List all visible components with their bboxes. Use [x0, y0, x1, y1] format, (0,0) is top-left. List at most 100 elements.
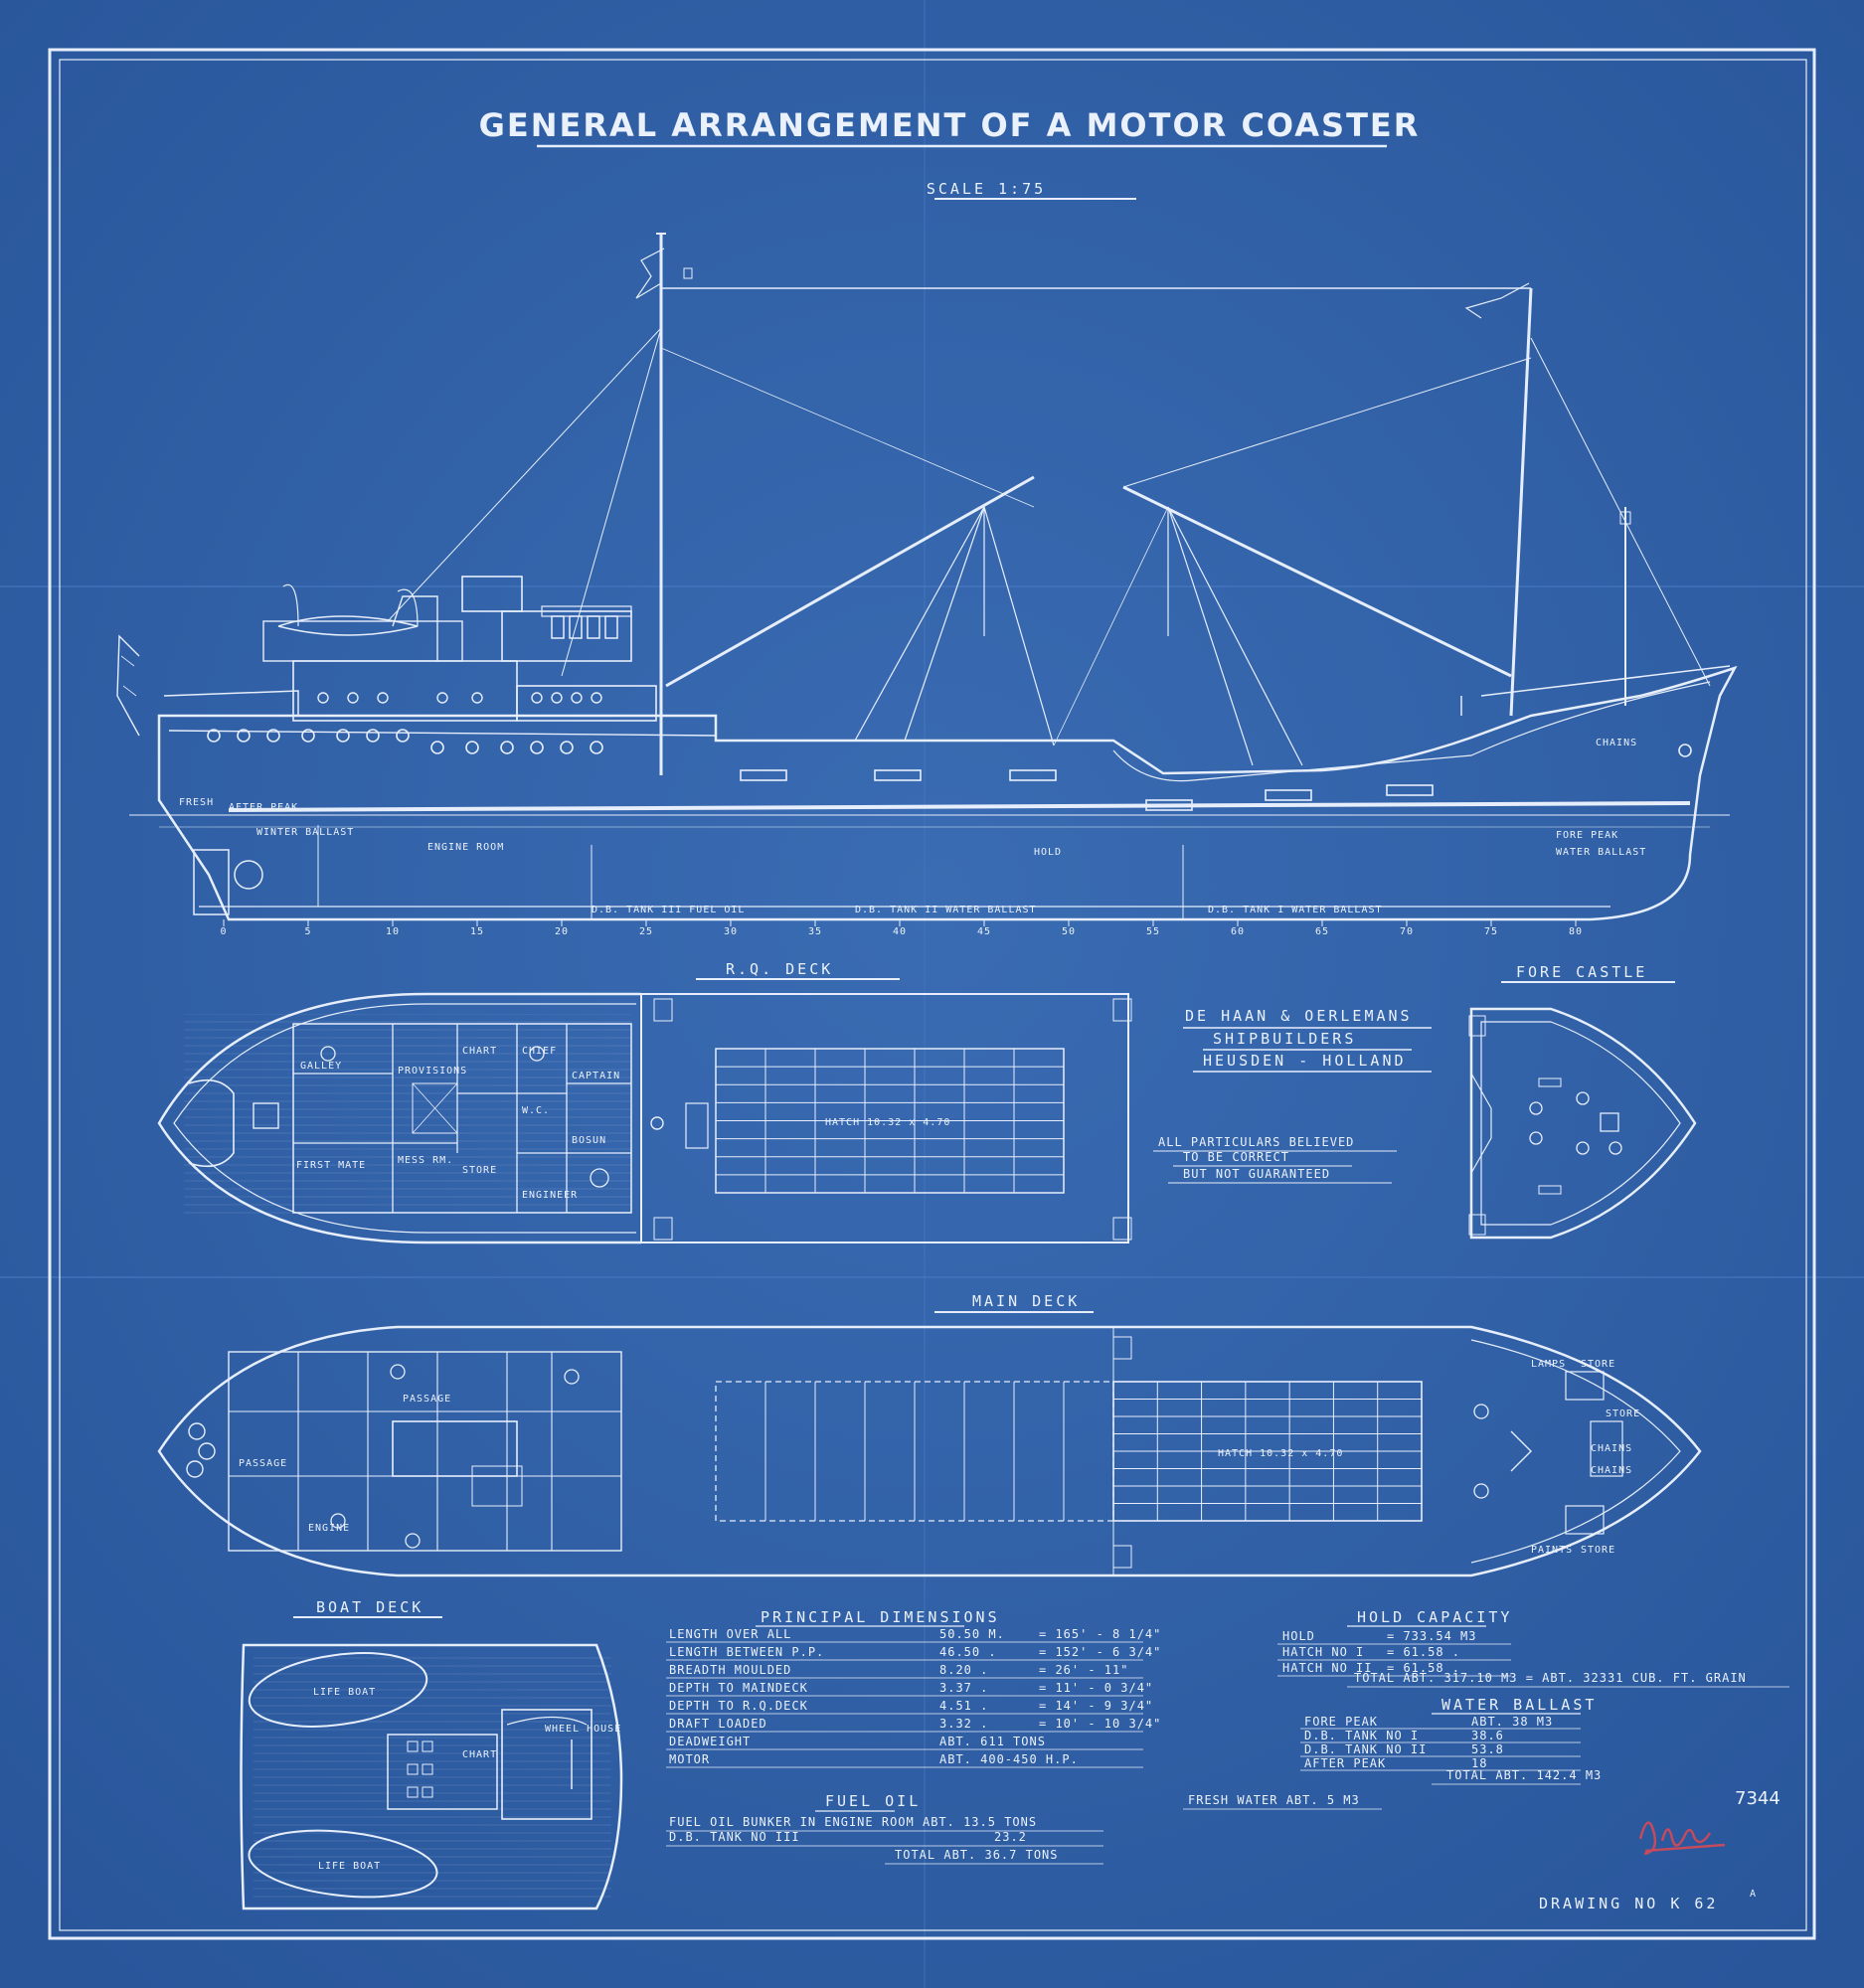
porthole	[551, 692, 563, 704]
ballast-label: D.B. TANK NO I	[1304, 1729, 1419, 1742]
svg-text:D.B. TANK III FUEL OIL: D.B. TANK III FUEL OIL	[592, 905, 745, 915]
dimension-metric: ABT. 400-450 H.P.	[939, 1752, 1079, 1766]
porthole	[436, 692, 448, 704]
dimension-label: DEPTH TO MAINDECK	[669, 1681, 808, 1695]
frame-number: 5	[304, 926, 311, 937]
dimension-label: DRAFT LOADED	[669, 1717, 767, 1731]
svg-text:TOTAL ABT. 36.7 TONS: TOTAL ABT. 36.7 TONS	[895, 1848, 1059, 1862]
porthole	[465, 741, 479, 754]
main-deck-heading: MAIN DECK	[972, 1292, 1080, 1310]
svg-text:ENGINE ROOM: ENGINE ROOM	[427, 842, 504, 853]
dimension-imperial: = 14' - 9 3/4"	[1039, 1699, 1153, 1713]
side-elevation: FRESH AFTER PEAK WINTER BALLAST ENGINE R…	[116, 233, 1738, 937]
svg-text:FRESH: FRESH	[179, 797, 214, 808]
frame-number: 50	[1062, 926, 1076, 937]
forecastle-heading: FORE CASTLE	[1516, 963, 1647, 981]
svg-text:AFTER PEAK: AFTER PEAK	[229, 802, 298, 813]
svg-text:ALL PARTICULARS BELIEVED: ALL PARTICULARS BELIEVED	[1158, 1135, 1354, 1149]
svg-text:W.C.: W.C.	[522, 1105, 550, 1116]
dimension-metric: 46.50 .	[939, 1645, 997, 1659]
svg-text:BOSUN: BOSUN	[572, 1135, 606, 1146]
porthole	[237, 729, 251, 743]
svg-text:CHART: CHART	[462, 1749, 497, 1760]
svg-text:ENGINEER: ENGINEER	[522, 1190, 578, 1201]
lifeboat-starboard	[248, 1652, 428, 1728]
svg-text:LAMPS: LAMPS	[1531, 1359, 1566, 1370]
svg-text:D.B. TANK NO III: D.B. TANK NO III	[669, 1830, 800, 1844]
svg-text:CHAINS: CHAINS	[1591, 1443, 1632, 1454]
svg-text:PROVISIONS: PROVISIONS	[398, 1066, 467, 1077]
svg-text:D.B. TANK I WATER BALLAST: D.B. TANK I WATER BALLAST	[1208, 905, 1383, 915]
porthole	[531, 692, 543, 704]
svg-text:D.B. TANK II WATER BALLAST: D.B. TANK II WATER BALLAST	[855, 905, 1037, 915]
boat-deck-plan: LIFE BOAT LIFE BOAT CHART WHEEL HOUSE	[240, 1643, 623, 1910]
svg-text:CHIEF: CHIEF	[522, 1046, 557, 1057]
ballast-value: ABT. 38 M3	[1471, 1715, 1553, 1729]
svg-text:WATER BALLAST: WATER BALLAST	[1556, 847, 1646, 858]
porthole	[347, 692, 359, 704]
dimension-metric: 3.37 .	[939, 1681, 988, 1695]
svg-text:PASSAGE: PASSAGE	[239, 1458, 287, 1469]
svg-text:CAPTAIN: CAPTAIN	[572, 1071, 620, 1081]
frame-number: 30	[724, 926, 738, 937]
lifeboat-port	[248, 1829, 438, 1899]
porthole	[317, 692, 329, 704]
hold-label: HATCH NO I	[1282, 1645, 1364, 1659]
svg-text:STORE: STORE	[1581, 1545, 1615, 1556]
ballast-label: AFTER PEAK	[1304, 1756, 1386, 1770]
svg-text:PAINTS: PAINTS	[1531, 1545, 1573, 1556]
frame-number: 25	[639, 926, 653, 937]
frame-number: 70	[1400, 926, 1414, 937]
svg-text:CHART: CHART	[462, 1046, 497, 1057]
ballast-value: 53.8	[1471, 1742, 1504, 1756]
porthole	[571, 692, 583, 704]
dimension-label: LENGTH OVER ALL	[669, 1627, 791, 1641]
porthole	[500, 741, 514, 754]
porthole	[336, 729, 350, 743]
svg-text:PRINCIPAL DIMENSIONS: PRINCIPAL DIMENSIONS	[761, 1608, 1000, 1626]
svg-text:WHEEL HOUSE: WHEEL HOUSE	[545, 1724, 621, 1735]
porthole	[560, 741, 574, 754]
frame-number: 80	[1569, 926, 1583, 937]
dimension-imperial: = 26' - 11"	[1039, 1663, 1128, 1677]
dimension-metric: ABT. 611 TONS	[939, 1735, 1046, 1748]
frame-number: 75	[1484, 926, 1498, 937]
rq-deck-heading: R.Q. DECK	[726, 960, 833, 978]
frame-number: 40	[893, 926, 907, 937]
hold-label: HOLD	[1282, 1629, 1315, 1643]
svg-text:CHAINS: CHAINS	[1591, 1465, 1632, 1476]
boat-deck-heading: BOAT DECK	[316, 1598, 424, 1616]
dimension-imperial: = 152' - 6 3/4"	[1039, 1645, 1161, 1659]
scale-label: SCALE 1:75	[927, 180, 1046, 198]
porthole	[301, 729, 315, 743]
porthole	[266, 729, 280, 743]
porthole	[471, 692, 483, 704]
hold-label: HATCH NO II	[1282, 1661, 1372, 1675]
svg-text:FRESH WATER ABT. 5 M3: FRESH WATER ABT. 5 M3	[1188, 1793, 1360, 1807]
dimension-label: DEADWEIGHT	[669, 1735, 751, 1748]
ballast-label: FORE PEAK	[1304, 1715, 1378, 1729]
svg-text:WATER BALLAST: WATER BALLAST	[1441, 1696, 1597, 1714]
porthole	[591, 692, 602, 704]
dimension-metric: 3.32 .	[939, 1717, 988, 1731]
dimension-label: MOTOR	[669, 1752, 710, 1766]
frame-number: 55	[1146, 926, 1160, 937]
disclaimer-block: ALL PARTICULARS BELIEVED TO BE CORRECT B…	[1153, 1135, 1397, 1184]
porthole	[366, 729, 380, 743]
svg-text:CHAINS: CHAINS	[1596, 738, 1637, 748]
builder-name: DE HAAN & OERLEMANS	[1185, 1007, 1413, 1025]
frame-number: 20	[555, 926, 569, 937]
forecastle-plan	[1468, 1007, 1697, 1240]
svg-text:STORE: STORE	[1606, 1408, 1640, 1419]
porthole	[377, 692, 389, 704]
svg-text:FORE PEAK: FORE PEAK	[1556, 830, 1618, 841]
frame-number: 10	[386, 926, 400, 937]
porthole	[1678, 744, 1692, 757]
svg-text:FIRST MATE: FIRST MATE	[296, 1160, 366, 1171]
svg-text:TOTAL ABT. 142.4 M3: TOTAL ABT. 142.4 M3	[1446, 1768, 1602, 1782]
svg-text:HATCH 10.32 x 4.70: HATCH 10.32 x 4.70	[1218, 1448, 1343, 1459]
inner-border	[59, 59, 1807, 1931]
rq-deck-plan: HATCH 10.32 x 4.70 GALLEY PROVISIONS CAP…	[157, 992, 1132, 1244]
frame-number: 45	[977, 926, 991, 937]
hold-value: = 61.58 .	[1387, 1661, 1460, 1675]
